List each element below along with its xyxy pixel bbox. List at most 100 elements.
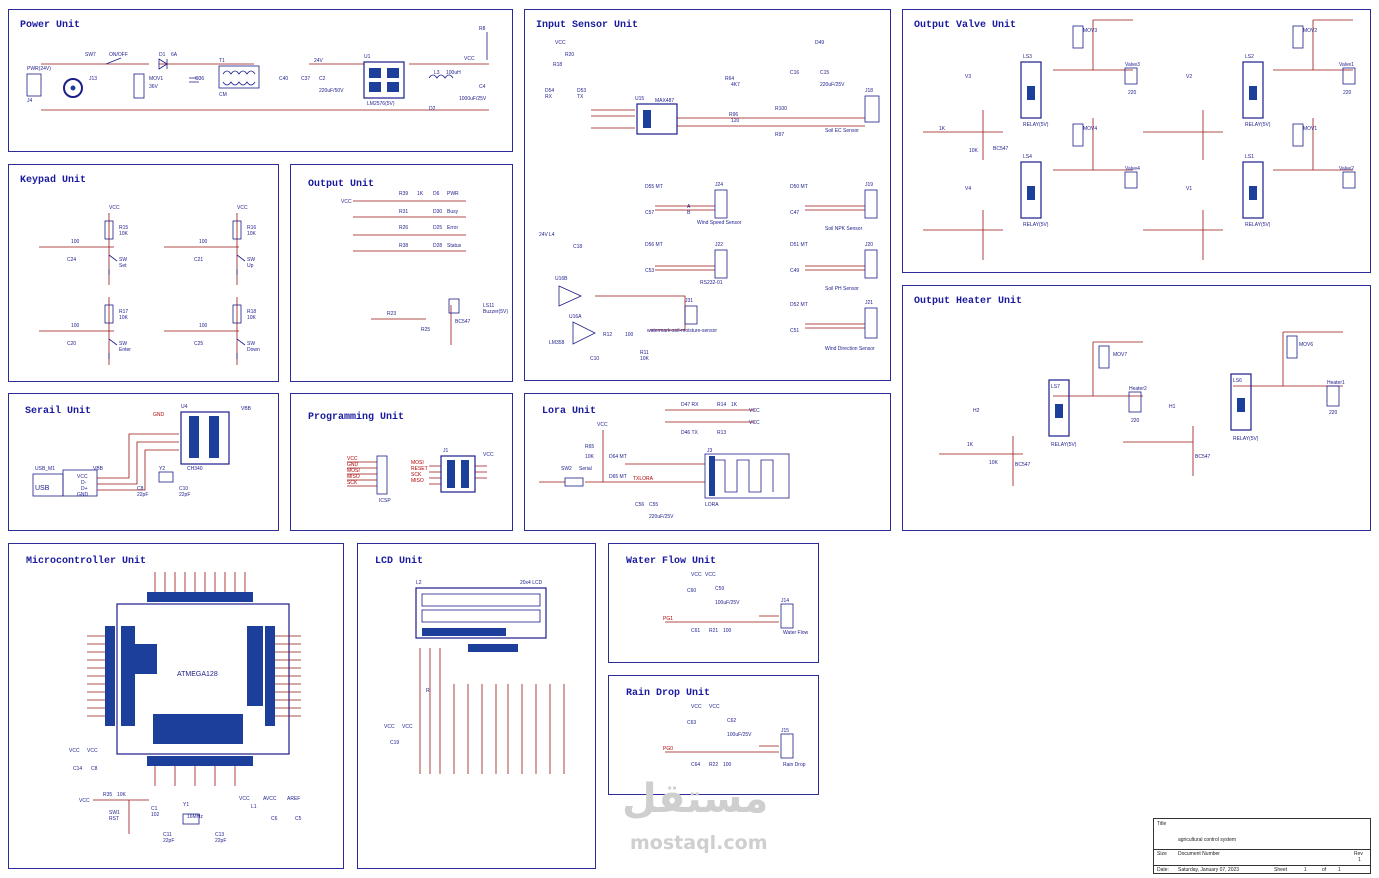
panel-title: Output Valve Unit — [914, 20, 1017, 31]
top-pin-bank — [147, 592, 253, 602]
rs485-wires — [591, 109, 635, 129]
label: 100 — [723, 628, 732, 634]
label: C57 — [645, 210, 654, 216]
label: PG0 — [663, 746, 673, 752]
label: D1 — [159, 52, 166, 58]
panel-title: LCD Unit — [375, 556, 424, 567]
label: Y1 — [183, 802, 189, 808]
opamp-u16b — [558, 285, 582, 307]
label: R23 — [387, 311, 396, 317]
output-heater-schematic: MOV7 LS7 RELAY(5V) Heater2 220 H2 1K 10K… — [939, 331, 1345, 486]
label: Soil NPK Sensor — [825, 226, 863, 232]
power-rails — [41, 63, 489, 111]
label: SW1 — [109, 810, 120, 816]
label: Heater1 — [1327, 380, 1345, 386]
label: 100uF/25V — [715, 600, 740, 606]
label: J31 — [685, 298, 693, 304]
label: BC547 — [455, 319, 471, 325]
label: 100 — [71, 323, 80, 329]
lcd-pins — [422, 628, 506, 636]
label: Down — [247, 347, 260, 353]
label: VBB — [241, 406, 252, 412]
label: VCC — [87, 748, 98, 754]
label: J13 — [89, 76, 97, 82]
label: C56 — [635, 502, 644, 508]
label: SW7 — [85, 52, 96, 58]
label: Enter — [119, 347, 131, 353]
chip-internal — [247, 626, 263, 706]
label: Busy — [447, 209, 459, 215]
of-value: 1 — [1338, 867, 1341, 873]
date-value: Saturday, January 07, 2023 — [1178, 867, 1240, 873]
label: RS232-01 — [700, 280, 723, 286]
label: D50 MT — [790, 184, 808, 190]
label: RELAY(5V) — [1245, 222, 1271, 228]
label: USB_M1 — [35, 466, 55, 472]
header-block — [461, 460, 469, 488]
panel-title: Microcontroller Unit — [26, 556, 147, 567]
label: D51 MT — [790, 242, 808, 248]
crystal-y1 — [182, 813, 200, 825]
output-schematic: VCC R39 1K D6 PWR R31 D30 Busy R26 D25 E… — [341, 191, 508, 345]
label: RESET — [411, 466, 428, 472]
label: 36V — [149, 84, 159, 90]
label: D46 TX — [681, 430, 699, 436]
lora-wires — [539, 430, 705, 483]
label: L2 — [416, 580, 422, 586]
label: H1 — [1169, 404, 1176, 410]
lcd-schematic: L2 20x4 LCD VCC VCC C19 R — [384, 580, 565, 774]
serial-unit-panel: Serail Unit USB_M1 USB VCC D- D+ GND VBB… — [8, 393, 279, 531]
power-jack — [26, 73, 42, 97]
keypad-switch-set — [39, 213, 118, 285]
label: PG1 — [663, 616, 673, 622]
label: J15 — [781, 728, 789, 734]
label: Valve1 — [1339, 62, 1354, 68]
label: 10K — [247, 315, 257, 321]
label: Water Flow — [783, 630, 808, 636]
label: J4 — [27, 98, 33, 104]
label: LORA — [705, 502, 719, 508]
panel-title: Output Heater Unit — [914, 296, 1023, 307]
label: R25 — [421, 327, 430, 333]
label: R15 — [119, 225, 128, 231]
label: L4 — [549, 232, 555, 238]
label: U16A — [569, 314, 582, 320]
chip-block — [189, 416, 199, 458]
wires — [805, 205, 865, 211]
label: VCC — [109, 205, 120, 211]
rain-drop-schematic: VCC VCC C63 C62 100uF/25V PG0 C64 R22 10… — [663, 704, 806, 768]
label: LS3 — [1023, 54, 1032, 60]
label: C53 — [645, 268, 654, 274]
label: SW — [247, 341, 255, 347]
label: RX — [545, 94, 553, 100]
label: D55 MT — [645, 184, 663, 190]
output-heater-unit-panel: Output Heater Unit MOV7 LS7 RELAY(5V) He… — [902, 285, 1371, 531]
label: C51 — [790, 328, 799, 334]
label: ON/OFF — [109, 52, 128, 58]
sheet-label: Sheet — [1274, 867, 1288, 873]
label: 1000uF/25V — [459, 96, 487, 102]
label: C59 — [715, 586, 724, 592]
label: R18 — [247, 309, 256, 315]
label: D30 — [433, 209, 442, 215]
drawing-title: agricultural control system — [1178, 837, 1237, 843]
label: C8 — [91, 766, 98, 772]
label: Up — [247, 263, 254, 269]
label: D6 — [433, 191, 440, 197]
label: GND — [153, 412, 165, 418]
label: VCC — [483, 452, 494, 458]
label: Rain Drop — [783, 762, 806, 768]
label: ATMEGA128 — [177, 671, 218, 678]
label: Status — [447, 243, 462, 249]
right-pin-bank — [265, 626, 275, 726]
rain-drop-unit-panel: Rain Drop Unit VCC VCC C63 C62 100uF/25V… — [608, 675, 819, 795]
label: R64 — [725, 76, 734, 82]
label: C40 — [279, 76, 288, 82]
valve-channel — [923, 19, 1138, 160]
label: R21 — [709, 628, 718, 634]
title-block: Title agricultural control system Size D… — [1153, 818, 1371, 874]
label: C15 — [820, 70, 829, 76]
chip-internal — [153, 714, 243, 744]
label: 16MHz — [187, 814, 203, 820]
of-label: of — [1322, 867, 1327, 873]
